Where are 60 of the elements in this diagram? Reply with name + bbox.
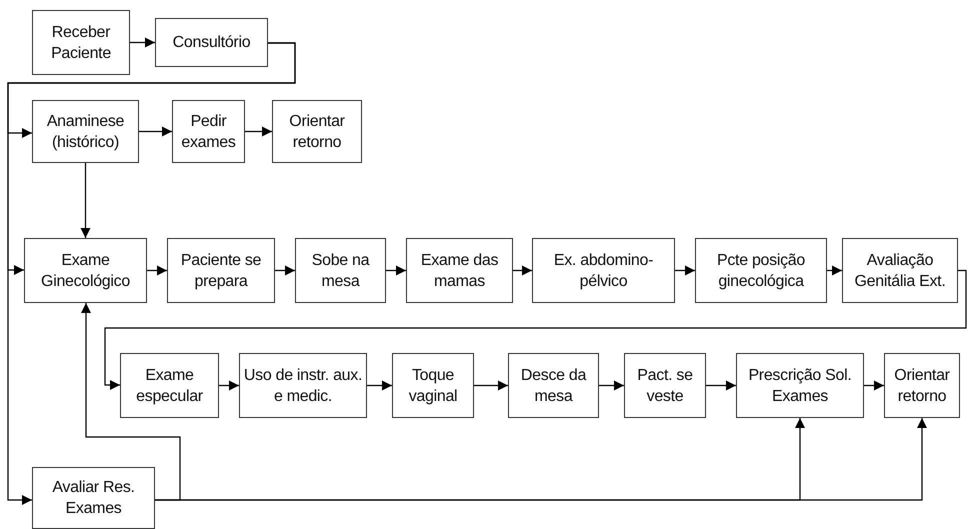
box-label: Consultório (172, 33, 250, 53)
box-label: Exame das mamas (420, 250, 500, 292)
arrow (474, 380, 508, 390)
arrow (139, 126, 172, 136)
arrow (7, 42, 296, 505)
process-box (695, 238, 827, 303)
box-label: Receber Paciente (50, 22, 112, 64)
process-box (508, 353, 599, 418)
box-label: Avaliar Res. Exames (51, 478, 136, 519)
process-box (24, 238, 147, 303)
box-label: Sobe na mesa (310, 250, 370, 292)
process-box (155, 18, 268, 67)
process-box (32, 10, 130, 75)
box-label: Orientar retorno (893, 366, 951, 406)
process-box (624, 353, 706, 418)
arrow (513, 266, 532, 276)
process-box (532, 238, 675, 303)
box-label: Uso de instr. aux. e medic. (242, 366, 364, 406)
box-label: Pact. se veste (636, 366, 694, 406)
arrow (864, 380, 884, 390)
process-box (167, 238, 275, 303)
process-box (32, 100, 139, 163)
arrow (104, 270, 967, 390)
process-box (172, 100, 245, 163)
process-box (120, 353, 219, 418)
process-box (32, 467, 155, 529)
arrow (219, 380, 239, 390)
box-label: Avaliação Genitália Ext. (854, 250, 946, 292)
arrow (367, 380, 392, 390)
arrow (827, 266, 842, 276)
process-box (295, 238, 386, 303)
box-label: Paciente se prepara (180, 250, 262, 292)
arrow (386, 266, 406, 276)
box-label: Orientar retorno (288, 112, 346, 152)
arrow (80, 163, 90, 238)
box-label: Toque vaginal (408, 366, 458, 406)
arrow (155, 418, 927, 501)
box-label: Exame especular (135, 366, 204, 406)
box-label: Exame Ginecológico (40, 250, 131, 292)
process-box (406, 238, 513, 303)
arrow (275, 266, 295, 276)
arrow (130, 38, 155, 48)
box-label: Anaminese (histórico) (46, 112, 126, 152)
box-label: Pcte posição ginecológica (716, 250, 806, 292)
box-label: Desce da mesa (520, 366, 588, 406)
box-label: Ex. abdomino-pélvico (552, 250, 654, 292)
process-box (842, 238, 958, 303)
box-label: Pedir exames (180, 112, 237, 152)
box-label: Prescrição Sol. Exames (747, 366, 853, 406)
arrow (599, 380, 624, 390)
process-box (884, 353, 960, 418)
process-box (736, 353, 864, 418)
process-box (272, 100, 362, 163)
arrow (81, 303, 181, 501)
arrow (675, 266, 695, 276)
process-box (392, 353, 474, 418)
arrow (147, 266, 167, 276)
arrow (245, 126, 272, 136)
arrow (706, 380, 736, 390)
process-box (239, 353, 367, 418)
